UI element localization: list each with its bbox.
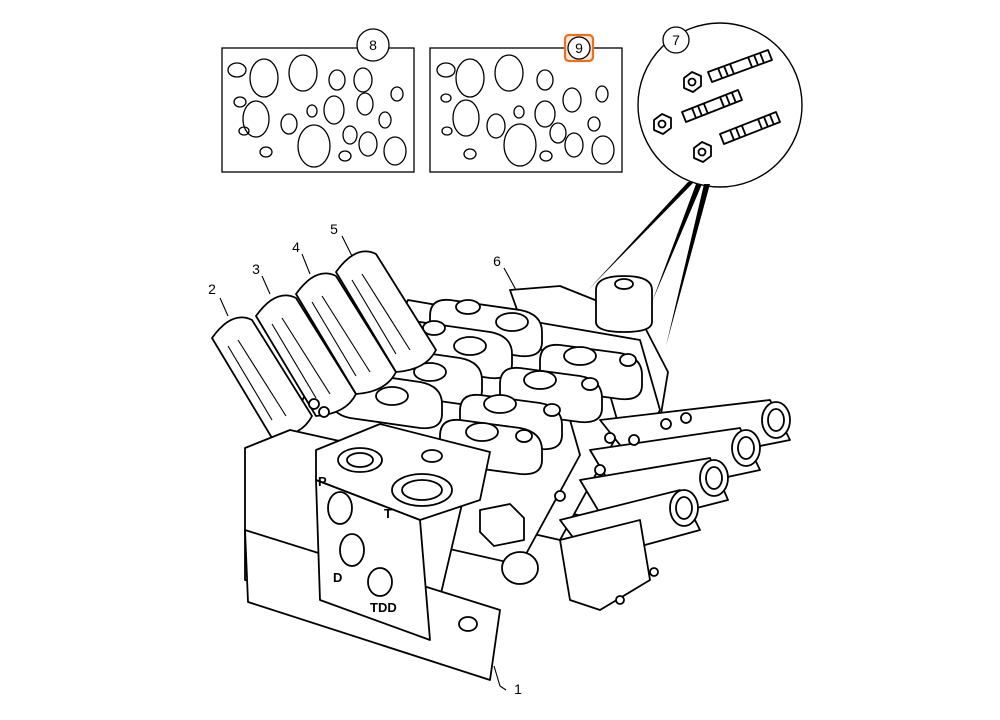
callout-5-label: 5 [330,221,338,237]
port-label-d: D [333,570,342,585]
callout-7-label: 7 [672,32,680,48]
stud-icon [719,111,781,145]
callout-4-label: 4 [292,239,300,255]
port-label-tdd: TDD [370,600,397,615]
stud-icon [681,89,743,123]
nut-icon [683,71,702,93]
callout-8-label: 8 [369,37,377,53]
seal-kit-8-panel: 8 [221,28,415,173]
nut-icon [693,141,712,163]
work-port-tubes [559,399,791,611]
port-label-p: P [318,474,327,489]
port-label-t: T [384,506,392,521]
stud-icon [707,49,773,83]
valve-block-assembly: P T D TDD [211,250,791,681]
callout-3-label: 3 [252,261,260,277]
callout-9-label: 9 [575,40,583,56]
detail-7-pointer [588,182,710,346]
callout-1-label: 1 [514,681,522,697]
callout-2-label: 2 [208,281,216,297]
detail-7-studs-and-nuts: 7 [637,22,803,188]
callout-6-label: 6 [493,253,501,269]
seal-kit-9-panel: 9 [429,33,623,173]
callout-leaders [219,235,517,691]
nut-icon [653,113,672,135]
lever-boots [211,250,437,439]
